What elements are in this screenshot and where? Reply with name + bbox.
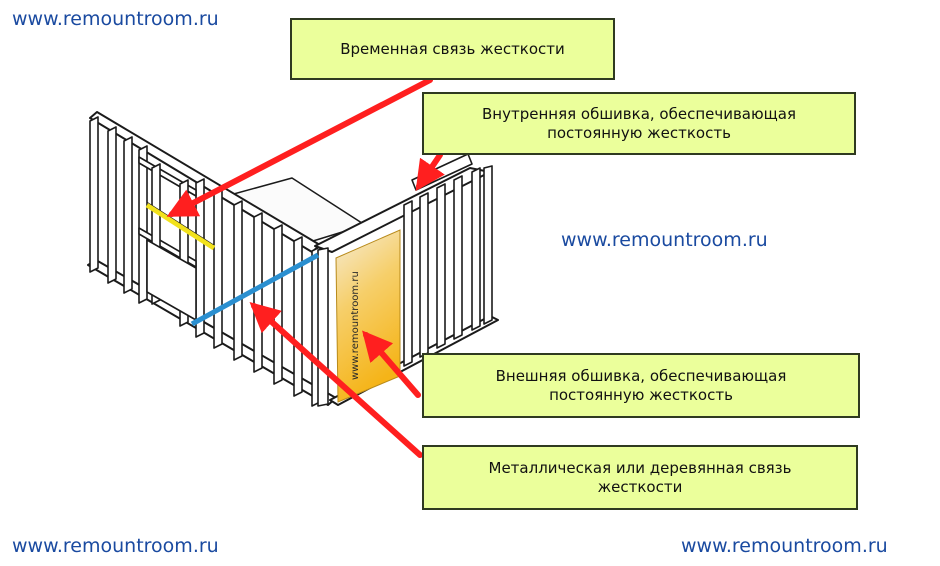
arrow-metal-brace (249, 301, 423, 458)
watermark-bottom-left: www.remountroom.ru (12, 535, 219, 557)
arrow-temporary-brace (166, 77, 433, 217)
watermark-bottom-right: www.remountroom.ru (681, 535, 888, 557)
outer-sheathing-board (335, 229, 401, 403)
callout-inner-sheathing: Внутренняя обшивка, обеспечивающая посто… (422, 92, 856, 155)
callout-temporary-brace: Временная связь жесткости (290, 18, 615, 80)
arrow-inner-sheathing (415, 152, 445, 191)
temporary-brace-yellow (145, 202, 216, 251)
window-frame (138, 156, 197, 327)
board-watermark: www.remountroom.ru (350, 271, 361, 380)
metal-brace-blue (190, 252, 320, 327)
left-wall-studs (89, 116, 321, 407)
arrow-outer-sheathing (362, 330, 421, 398)
callout-outer-sheathing: Внешняя обшивка, обеспечивающая постоянн… (422, 353, 860, 418)
watermark-top-left: www.remountroom.ru (12, 8, 219, 30)
pointer-arrows (166, 77, 445, 458)
callout-metal-wood-brace: Металлическая или деревянная связь жестк… (422, 445, 858, 510)
watermark-middle: www.remountroom.ru (561, 229, 768, 251)
